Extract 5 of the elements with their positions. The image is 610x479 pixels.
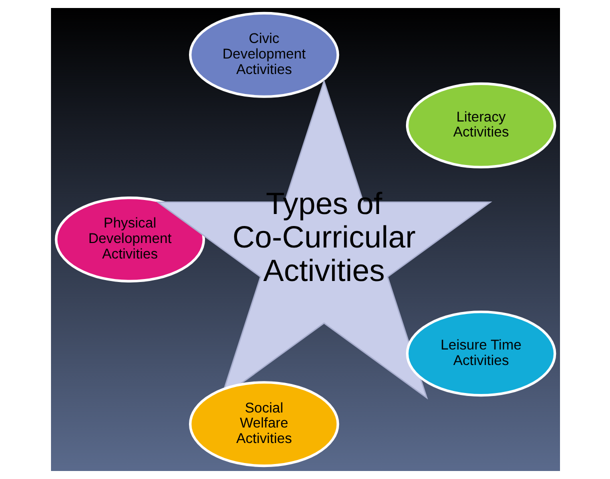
node-ellipse: Physical Development Activities xyxy=(54,196,205,282)
node-ellipse: Literacy Activities xyxy=(405,82,556,168)
node-ellipse: Social Welfare Activities xyxy=(188,381,339,468)
node-ellipse: Civic Development Activities xyxy=(188,12,339,98)
node-ellipse: Leisure Time Activities xyxy=(405,310,556,397)
